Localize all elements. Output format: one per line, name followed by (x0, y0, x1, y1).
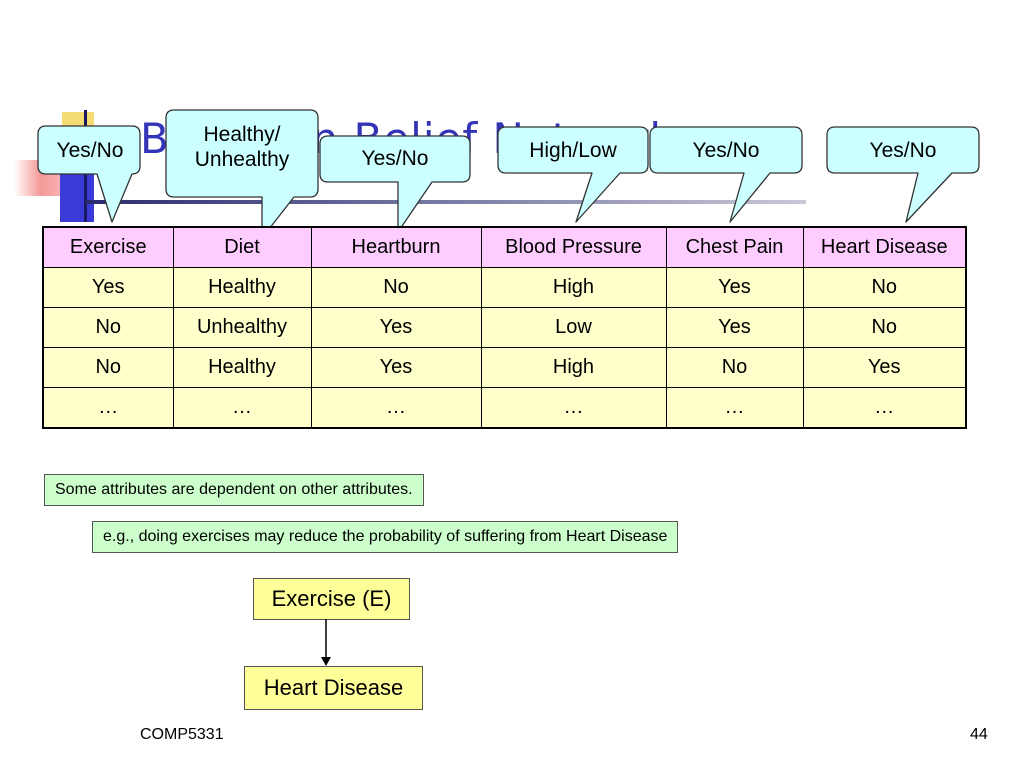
table-cell: No (665, 347, 804, 388)
column-header: Blood Pressure (480, 226, 667, 268)
table-cell: Yes (665, 267, 804, 308)
table-cell: Yes (42, 267, 174, 308)
table-cell: Healthy (172, 267, 312, 308)
table-cell: Yes (310, 347, 482, 388)
table-header-row: Exercise Diet Heartburn Blood Pressure C… (42, 226, 967, 268)
table-cell: Yes (310, 307, 482, 348)
callout-chest-pain-shape (649, 126, 803, 223)
table-cell: … (665, 387, 804, 429)
example-note: e.g., doing exercises may reduce the pro… (92, 521, 679, 553)
table-row: No Healthy Yes High No Yes (42, 347, 967, 388)
footer-course-code: COMP5331 (140, 726, 224, 743)
table-cell: No (42, 347, 174, 388)
callout-diet-label: Healthy/ Unhealthy (194, 123, 290, 171)
table-cell: Yes (665, 307, 804, 348)
node-heart-disease: Heart Disease (244, 666, 423, 710)
table-cell: High (480, 267, 667, 308)
table-row: … … … … … … (42, 387, 967, 429)
table-cell: Healthy (172, 347, 312, 388)
column-header: Chest Pain (665, 226, 804, 268)
column-header: Heartburn (310, 226, 482, 268)
table-cell: No (802, 307, 967, 348)
column-header: Heart Disease (802, 226, 967, 268)
callout-blood-pressure-label: High/Low (529, 139, 617, 162)
table-cell: No (310, 267, 482, 308)
table-row: No Unhealthy Yes Low Yes No (42, 307, 967, 348)
dependency-note: Some attributes are dependent on other a… (44, 474, 424, 506)
callout-heartburn-label: Yes/No (361, 147, 429, 170)
callout-blood-pressure-shape (497, 126, 649, 223)
callout-diet-shape (165, 109, 319, 239)
title-underline (86, 200, 806, 204)
table-cell: … (310, 387, 482, 429)
callout-exercise-shape (37, 125, 141, 223)
table-cell: High (480, 347, 667, 388)
dependency-arrow (321, 619, 331, 666)
table-row: Yes Healthy No High Yes No (42, 267, 967, 308)
table-cell: No (42, 307, 174, 348)
callout-heart-disease-label: Yes/No (869, 139, 937, 162)
table-cell: … (802, 387, 967, 429)
decorative-blue-block (60, 170, 94, 222)
table-cell: Low (480, 307, 667, 348)
table-cell: Unhealthy (172, 307, 312, 348)
page-number: 44 (970, 726, 988, 743)
table-cell: … (172, 387, 312, 429)
node-exercise: Exercise (E) (253, 578, 410, 620)
callout-heart-disease-shape (826, 126, 980, 223)
callout-exercise-label: Yes/No (56, 139, 124, 162)
callout-chest-pain-label: Yes/No (692, 139, 760, 162)
column-header: Exercise (42, 226, 174, 268)
callout-heartburn-shape (319, 135, 471, 233)
column-header: Diet (172, 226, 312, 268)
table-cell: … (480, 387, 667, 429)
table-cell: … (42, 387, 174, 429)
table-cell: No (802, 267, 967, 308)
attribute-table: Exercise Diet Heartburn Blood Pressure C… (42, 226, 967, 429)
table-cell: Yes (802, 347, 967, 388)
